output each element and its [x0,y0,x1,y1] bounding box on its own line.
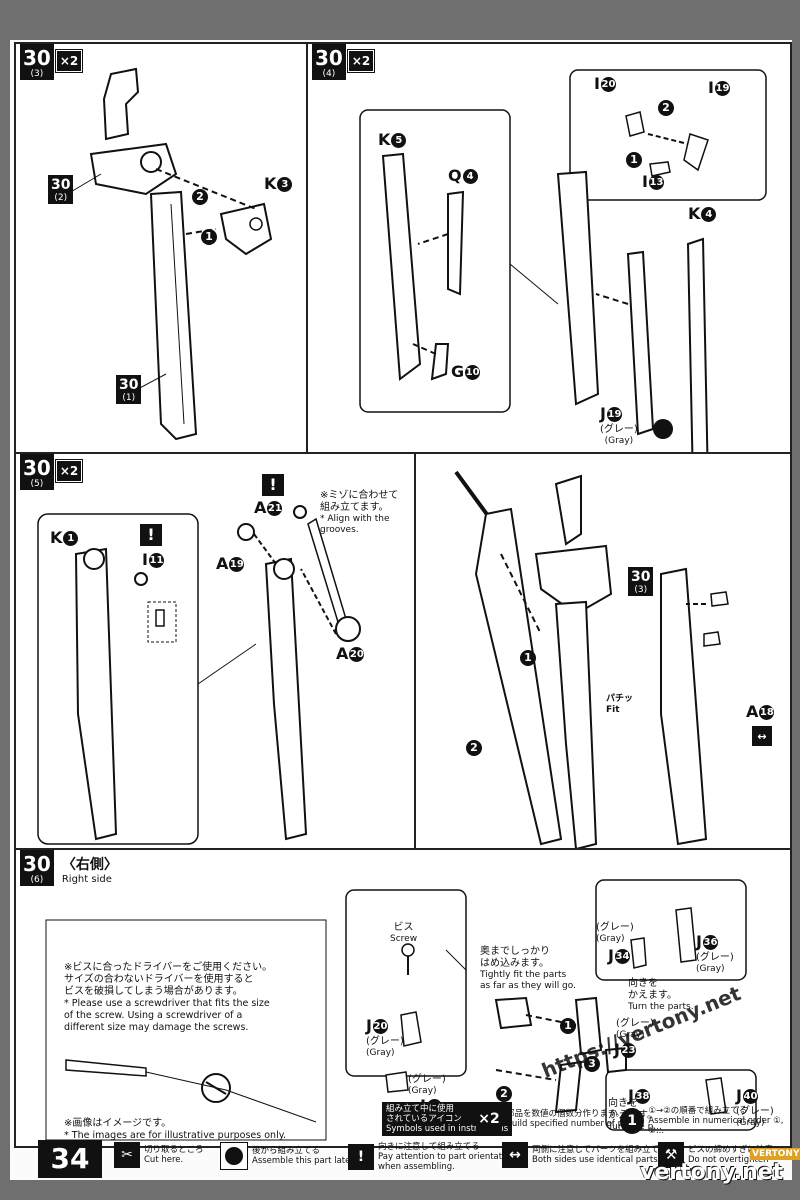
step-label: 30(3) ×2 [20,44,84,80]
j19-color-note: (グレー)(Gray) [600,424,638,446]
step-number: 30 [20,44,54,70]
order-marker-1: 1 [201,229,217,245]
side-title-en: Right side [61,874,112,885]
sword-combine-drawing [454,470,729,848]
groove-note: ※ミゾに合わせて 組み立てます。 * Align with the groove… [320,490,399,535]
j22-color-note: (グレー)(Gray) [408,1074,446,1096]
j23-color-note: (グレー)(Gray) [616,1018,654,1040]
image-note: ※画像はイメージです。 * The images are for illustr… [64,1118,286,1141]
page-number: 34 [38,1140,102,1178]
watermark-badge: VERTONY [750,1148,800,1160]
j34-color-note: (グレー)(Gray) [596,922,634,944]
order-marker-2: 2 [192,189,208,205]
ref-step-30-3: 30(3) [628,566,654,596]
frame-assembly-drawing [359,69,767,452]
caution-icon: ! [348,1144,374,1170]
step-sub: (3) [20,69,54,80]
both-sides-icon: ↔ [752,726,772,746]
sword-assembly-drawing [63,67,273,441]
ref-step-30-2: 30(2) [48,174,74,204]
step-label: 30(6) 〈右側〉 Right side [20,850,118,886]
tight-fit-note: 奥までしっかり はめ込みます。 Tightly fit the parts as… [480,946,576,991]
order-marker-2: 2 [496,1086,512,1102]
multiplier-badge: ×2 [54,49,84,73]
multiply-icon: ×2 [476,1106,502,1132]
step-label: 30(5) ×2 [20,454,84,490]
blade-handle-drawing [37,505,361,845]
screwdriver-icon: ⚒ [658,1142,684,1168]
j20-color-note: (グレー)(Gray) [366,1036,404,1058]
legend-build-multiple: ×2 部品を数値の個数分作ります。Build specified number … [476,1106,642,1132]
right-side-drawing [45,879,757,1141]
later-icon [220,1142,248,1170]
order-marker-3: 3 [584,1056,600,1072]
caution-icon: ! [262,474,284,496]
step-label: 30(4) ×2 [312,44,376,80]
step-30-6-panel: 30(6) 〈右側〉 Right side [14,848,792,1148]
order-marker-2: 2 [466,740,482,756]
order-marker-1: 1 [560,1018,576,1034]
turn-parts-note: 向きをかえます。Turn the parts. [628,978,694,1012]
nipper-icon: ✂ [114,1142,140,1168]
side-title-jp: 〈右側〉 [61,857,118,873]
j40-color-note: (グレー)(Gray) [736,1106,774,1128]
ref-step-30-1: 30(1) [116,374,142,404]
caution-icon: ! [140,524,162,546]
order-marker-1: 1 [520,650,536,666]
watermark-brand[interactable]: vertony.net [640,1160,784,1185]
j36-color-note: (グレー)(Gray) [696,952,734,974]
both-sides-icon: ↔ [502,1142,528,1168]
order-marker-2: 2 [658,100,674,116]
order-marker-1: 1 [626,152,642,168]
screwdriver-note: ※ビスに合ったドライバーをご使用ください。 サイズの合わないドライバーを使用する… [64,962,273,1033]
order-icon: 1 [620,1108,645,1134]
